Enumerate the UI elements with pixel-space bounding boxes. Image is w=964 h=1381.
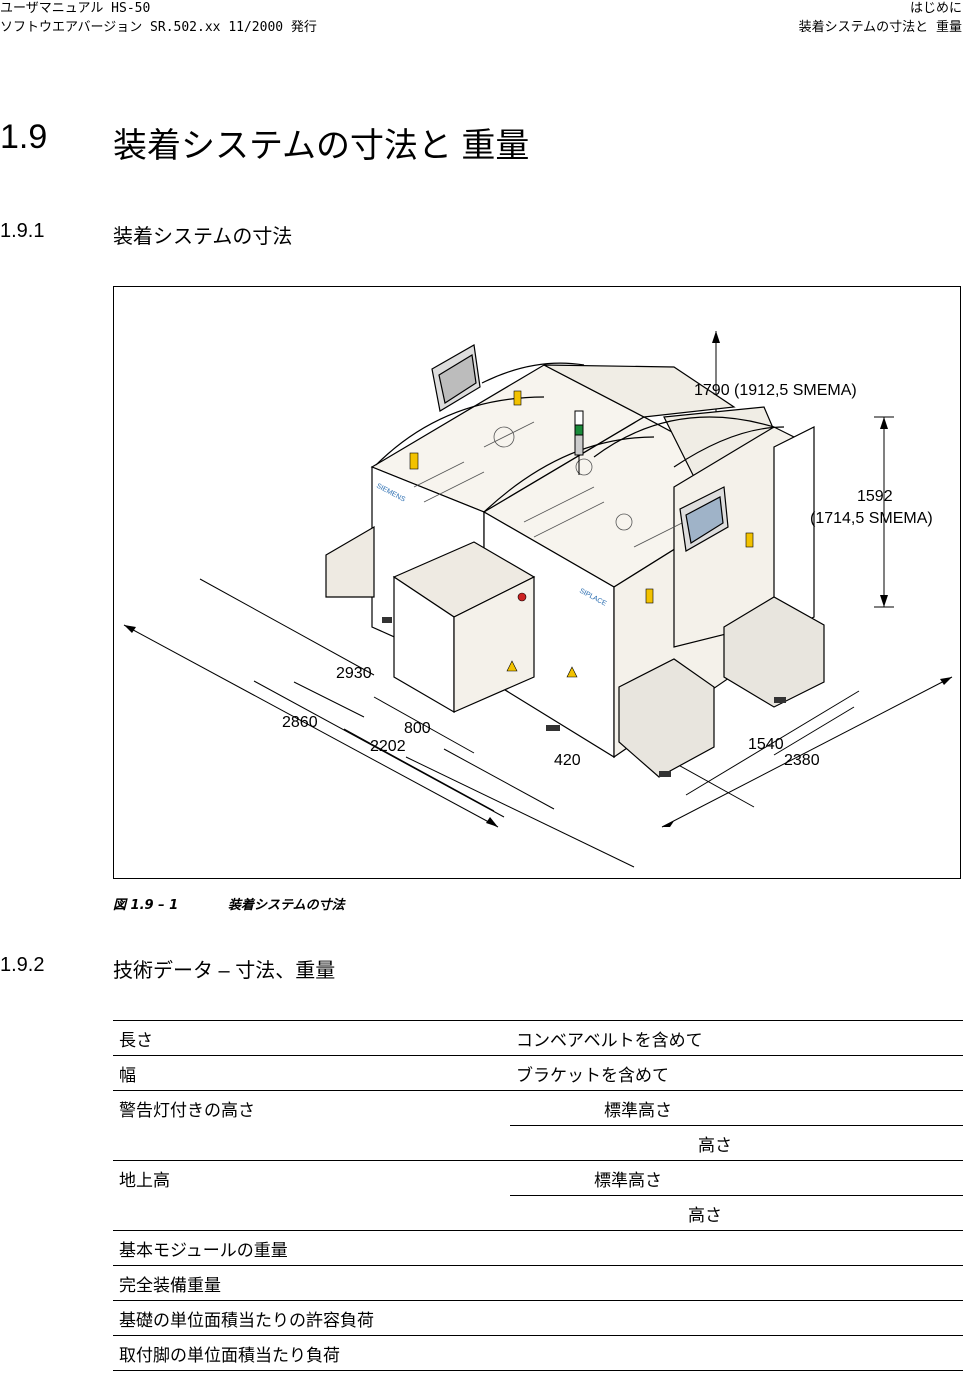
header-section: 装着システムの寸法と 重量 bbox=[798, 20, 962, 35]
dim-1592: 1592 bbox=[857, 488, 893, 505]
table-cell: 標準高さ bbox=[510, 1160, 963, 1196]
table-cell: 長さ bbox=[113, 1020, 510, 1056]
tech-data-table: 長さ コンベアベルトを含めて 幅 ブラケットを含めて 警告灯付きの高さ 標準高さ… bbox=[113, 1020, 963, 1371]
section-number: 1.9 bbox=[0, 118, 48, 156]
table-cell: 完全装備重量 bbox=[113, 1265, 510, 1301]
dim-2202: 2202 bbox=[370, 738, 406, 755]
subsection-1-heading: 1.9.1 装着システムの寸法 bbox=[0, 220, 292, 248]
table-row: 完全装備重量 bbox=[113, 1265, 963, 1301]
section-title: 装着システムの寸法と 重量 bbox=[113, 127, 530, 165]
figure-caption-number: 図 1.9 – 1 bbox=[113, 898, 179, 913]
table-row: 長さ コンベアベルトを含めて bbox=[113, 1020, 963, 1056]
subsection-1-title: 装着システムの寸法 bbox=[113, 226, 293, 248]
dim-2860: 2860 bbox=[282, 714, 318, 731]
header-chapter: はじめに bbox=[909, 1, 962, 16]
table-cell: コンベアベルトを含めて bbox=[510, 1020, 963, 1056]
dim-2380: 2380 bbox=[784, 752, 820, 769]
subsection-2-heading: 1.9.2 技術データ – 寸法、重量 bbox=[0, 954, 335, 982]
table-row: 基本モジュールの重量 bbox=[113, 1230, 963, 1266]
table-cell: 幅 bbox=[113, 1055, 510, 1091]
table-cell: 高さ bbox=[510, 1195, 963, 1231]
table-cell: 地上高 bbox=[113, 1160, 510, 1196]
dim-1540: 1540 bbox=[748, 736, 784, 753]
table-cell: ブラケットを含めて bbox=[510, 1055, 963, 1091]
table-cell bbox=[510, 1335, 963, 1371]
figure-caption-text: 装着システムの寸法 bbox=[228, 898, 345, 913]
dim-1592-smema: (1714,5 SMEMA) bbox=[810, 510, 933, 527]
figure-caption: 図 1.9 – 1 装着システムの寸法 bbox=[113, 894, 345, 913]
machine-drawing: SIEMENS SIPLACE 1790 (1912,5 SMEMA) 1592… bbox=[123, 331, 953, 868]
section-heading: 1.9 装着システムの寸法と 重量 bbox=[0, 118, 529, 165]
table-cell bbox=[510, 1265, 963, 1301]
table-cell bbox=[510, 1230, 963, 1266]
table-cell: 取付脚の単位面積当たり負荷 bbox=[113, 1335, 510, 1371]
dim-420: 420 bbox=[554, 752, 581, 769]
table-row: 地上高 標準高さ bbox=[113, 1160, 963, 1196]
table-row: 高さ bbox=[113, 1195, 963, 1231]
table-cell: 警告灯付きの高さ bbox=[113, 1090, 510, 1126]
table-cell: 基本モジュールの重量 bbox=[113, 1230, 510, 1266]
table-row: 幅 ブラケットを含めて bbox=[113, 1055, 963, 1091]
table-cell: 高さ bbox=[510, 1125, 963, 1161]
header-manual-title: ユーザマニュアル HS-50 bbox=[0, 1, 151, 16]
subsection-2-number: 1.9.2 bbox=[0, 954, 45, 976]
table-row: 高さ bbox=[113, 1125, 963, 1161]
table-cell bbox=[113, 1196, 510, 1231]
table-row: 警告灯付きの高さ 標準高さ bbox=[113, 1090, 963, 1126]
subsection-2-title: 技術データ – 寸法、重量 bbox=[113, 960, 336, 982]
table-cell bbox=[510, 1300, 963, 1336]
table-row: 取付脚の単位面積当たり負荷 bbox=[113, 1335, 963, 1371]
header-software-version: ソフトウエアバージョン SR.502.xx 11/2000 発行 bbox=[0, 20, 317, 35]
dim-800: 800 bbox=[404, 720, 431, 737]
table-cell bbox=[113, 1126, 510, 1161]
figure-frame: SIEMENS SIPLACE 1790 (1912,5 SMEMA) 1592… bbox=[113, 286, 961, 879]
table-row: 基礎の単位面積当たりの許容負荷 bbox=[113, 1300, 963, 1336]
dim-2930: 2930 bbox=[336, 665, 372, 682]
subsection-1-number: 1.9.1 bbox=[0, 220, 45, 242]
table-cell: 基礎の単位面積当たりの許容負荷 bbox=[113, 1300, 510, 1336]
table-cell: 標準高さ bbox=[510, 1090, 963, 1126]
dim-height-1790: 1790 (1912,5 SMEMA) bbox=[694, 382, 857, 399]
